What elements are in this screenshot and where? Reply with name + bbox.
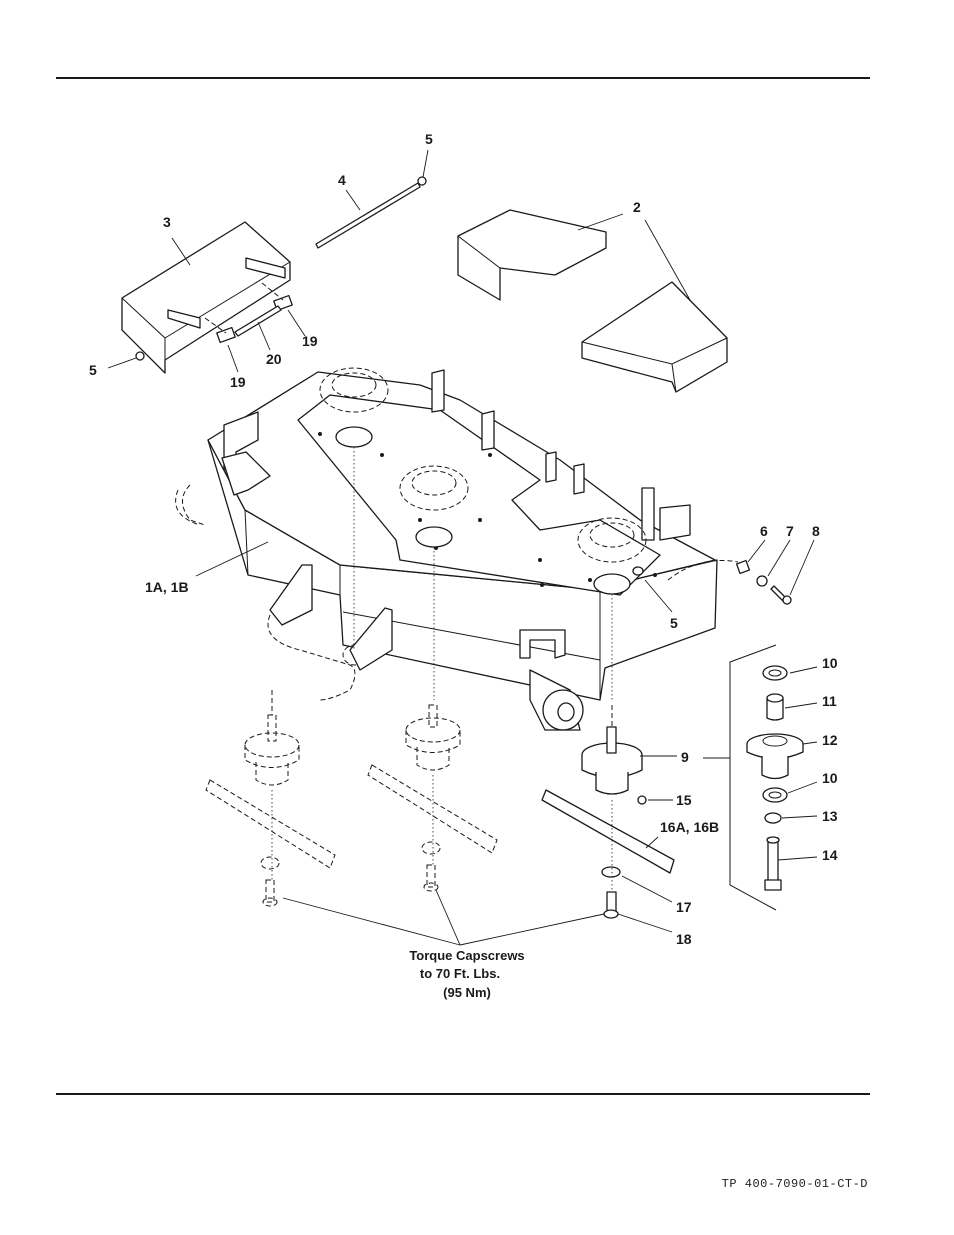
spindle-assembly-center bbox=[367, 704, 498, 892]
callout-6: 6 bbox=[760, 523, 768, 539]
callout-10-top: 10 bbox=[822, 655, 838, 671]
callout-15: 15 bbox=[676, 792, 692, 808]
callout-5-deck: 5 bbox=[670, 615, 678, 631]
callout-14: 14 bbox=[822, 847, 838, 863]
callout-8: 8 bbox=[812, 523, 820, 539]
spindle-assembly-left bbox=[205, 714, 336, 907]
callout-13: 13 bbox=[822, 808, 838, 824]
callout-9: 9 bbox=[681, 749, 689, 765]
callout-4: 4 bbox=[338, 172, 346, 188]
callout-18: 18 bbox=[676, 931, 692, 947]
callout-19-left: 19 bbox=[230, 374, 246, 390]
callout-2: 2 bbox=[633, 199, 641, 215]
callout-3: 3 bbox=[163, 214, 171, 230]
rod bbox=[135, 176, 427, 361]
callout-16a-16b: 16A, 16B bbox=[660, 819, 719, 835]
callout-12: 12 bbox=[822, 732, 838, 748]
adjustment-hardware bbox=[735, 559, 792, 605]
belt-shield-right bbox=[457, 209, 728, 393]
leader-lines bbox=[107, 149, 818, 946]
callout-5-top: 5 bbox=[425, 131, 433, 147]
torque-note-line-3: (95 Nm) bbox=[443, 985, 491, 1000]
top-rule bbox=[56, 77, 870, 79]
callout-19-right: 19 bbox=[302, 333, 318, 349]
mower-deck-housing bbox=[175, 367, 739, 731]
callout-labels: 1A, 1B 2 3 4 5 5 5 6 7 8 9 10 11 12 10 1… bbox=[89, 131, 838, 947]
document-number: TP 400-7090-01-CT-D bbox=[721, 1177, 868, 1191]
callout-11: 11 bbox=[822, 693, 837, 709]
torque-note: Torque Capscrews to 70 Ft. Lbs. (95 Nm) bbox=[409, 948, 524, 1000]
callout-20: 20 bbox=[266, 351, 282, 367]
torque-note-line-1: Torque Capscrews bbox=[409, 948, 524, 963]
callout-7: 7 bbox=[786, 523, 794, 539]
callout-17: 17 bbox=[676, 899, 692, 915]
spindle-exploded-parts bbox=[703, 644, 804, 911]
torque-note-line-2: to 70 Ft. Lbs. bbox=[420, 966, 500, 981]
callout-5-left: 5 bbox=[89, 362, 97, 378]
belt-shield-left bbox=[121, 221, 293, 374]
callout-1a-1b: 1A, 1B bbox=[145, 579, 189, 595]
bottom-rule bbox=[56, 1093, 870, 1095]
callout-10-bottom: 10 bbox=[822, 770, 838, 786]
